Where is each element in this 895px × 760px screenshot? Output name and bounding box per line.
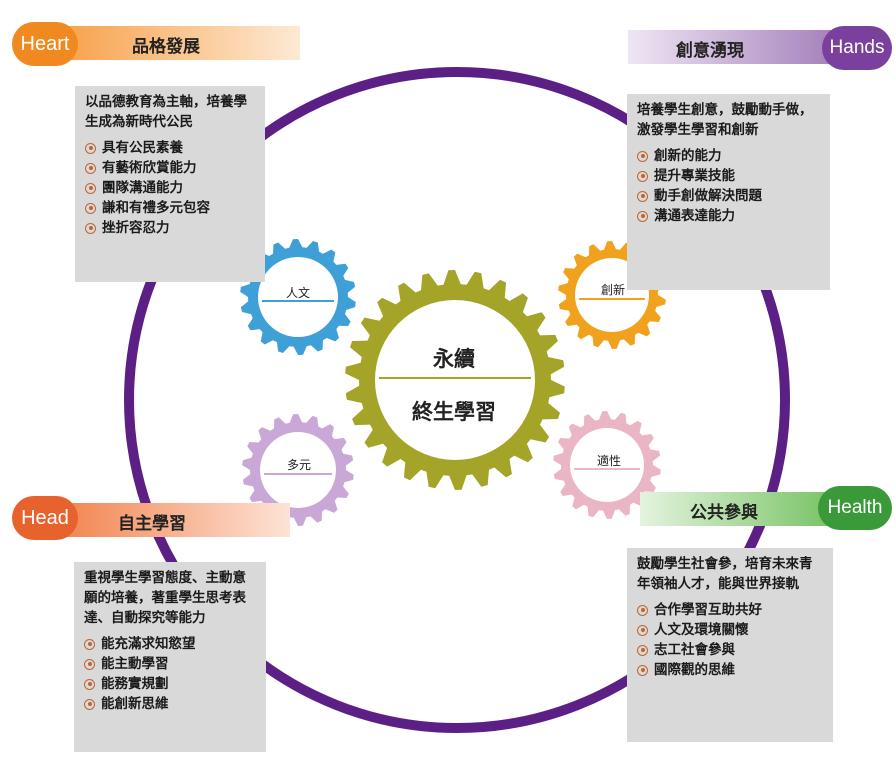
list-item: 志工社會參與	[637, 640, 823, 660]
heart-banner: 品格發展	[40, 26, 300, 60]
head-title: 自主學習	[118, 514, 186, 534]
bullet-icon	[84, 678, 95, 690]
bullet-icon	[637, 150, 648, 162]
list-item: 創新的能力	[637, 146, 820, 166]
hands-box: 培養學生創意，鼓勵動手做，激發學生學習和創新 創新的能力 提升專業技能 動手創做…	[627, 94, 830, 290]
head-banner: 自主學習	[40, 503, 290, 537]
hands-intro: 培養學生創意，鼓勵動手做，激發學生學習和創新	[637, 102, 813, 138]
head-tag: Head	[12, 496, 78, 540]
list-item: 人文及環境關懷	[637, 620, 823, 640]
gear-label-innovation: 創新	[600, 283, 625, 297]
bullet-icon	[637, 190, 648, 202]
bullet-icon	[85, 142, 96, 154]
gear-label-aptitude: 適性	[596, 454, 621, 468]
list-item: 能創新思維	[84, 694, 256, 714]
bullet-icon	[84, 698, 95, 710]
gear-label-diversity: 多元	[286, 458, 311, 472]
gear-label-culture: 人文	[285, 286, 310, 300]
center-label-top: 永續	[433, 347, 475, 371]
bullet-icon	[637, 644, 648, 656]
list-item: 能充滿求知慾望	[84, 634, 256, 654]
hands-list: 創新的能力 提升專業技能 動手創做解決問題 溝通表達能力	[637, 146, 820, 226]
list-item: 溝通表達能力	[637, 206, 820, 226]
health-banner: 公共參與	[640, 492, 870, 526]
list-item: 能務實規劃	[84, 674, 256, 694]
head-list: 能充滿求知慾望 能主動學習 能務實規劃 能創新思維	[84, 634, 256, 714]
bullet-icon	[84, 658, 95, 670]
list-item: 合作學習互助共好	[637, 600, 823, 620]
head-intro: 重視學生學習態度、主動意願的培養，著重學生思考表達、自動探究等能力	[84, 570, 246, 626]
bullet-icon	[637, 664, 648, 676]
culture-gear-hub	[258, 257, 338, 337]
bullet-icon	[85, 202, 96, 214]
hands-title: 創意湧現	[676, 41, 744, 61]
health-tag: Health	[818, 486, 892, 530]
aptitude-gear-hub	[570, 428, 644, 502]
list-item: 國際觀的思維	[637, 660, 823, 680]
list-item: 動手創做解決問題	[637, 186, 820, 206]
list-item: 挫折容忍力	[85, 218, 255, 238]
heart-title: 品格發展	[132, 37, 200, 57]
health-list: 合作學習互助共好 人文及環境關懷 志工社會參與 國際觀的思維	[637, 600, 823, 680]
center-label-bottom: 終生學習	[412, 400, 496, 424]
list-item: 具有公民素養	[85, 138, 255, 158]
list-item: 團隊溝通能力	[85, 178, 255, 198]
health-intro: 鼓勵學生社會參，培育未來青年領袖人才，能與世界接軌	[637, 556, 813, 592]
list-item: 有藝術欣賞能力	[85, 158, 255, 178]
list-item: 謙和有禮多元包容	[85, 198, 255, 218]
hands-banner: 創意湧現	[628, 30, 868, 64]
heart-list: 具有公民素養 有藝術欣賞能力 團隊溝通能力 謙和有禮多元包容 挫折容忍力	[85, 138, 255, 238]
health-box: 鼓勵學生社會參，培育未來青年領袖人才，能與世界接軌 合作學習互助共好 人文及環境…	[627, 548, 833, 742]
bullet-icon	[85, 162, 96, 174]
center-gear-hub	[375, 300, 535, 460]
bullet-icon	[637, 604, 648, 616]
heart-intro: 以品德教育為主軸，培養學生成為新時代公民	[85, 94, 247, 130]
heart-tag: Heart	[12, 22, 78, 66]
list-item: 能主動學習	[84, 654, 256, 674]
heart-box: 以品德教育為主軸，培養學生成為新時代公民 具有公民素養 有藝術欣賞能力 團隊溝通…	[75, 86, 265, 282]
bullet-icon	[84, 638, 95, 650]
outer-ring	[124, 67, 790, 733]
list-item: 提升專業技能	[637, 166, 820, 186]
hands-tag: Hands	[822, 26, 892, 70]
health-title: 公共參與	[690, 503, 758, 523]
diversity-gear-hub	[260, 432, 336, 508]
bullet-icon	[637, 170, 648, 182]
bullet-icon	[637, 210, 648, 222]
bullet-icon	[85, 182, 96, 194]
bullet-icon	[85, 222, 96, 234]
bullet-icon	[637, 624, 648, 636]
head-box: 重視學生學習態度、主動意願的培養，著重學生思考表達、自動探究等能力 能充滿求知慾…	[74, 562, 266, 752]
